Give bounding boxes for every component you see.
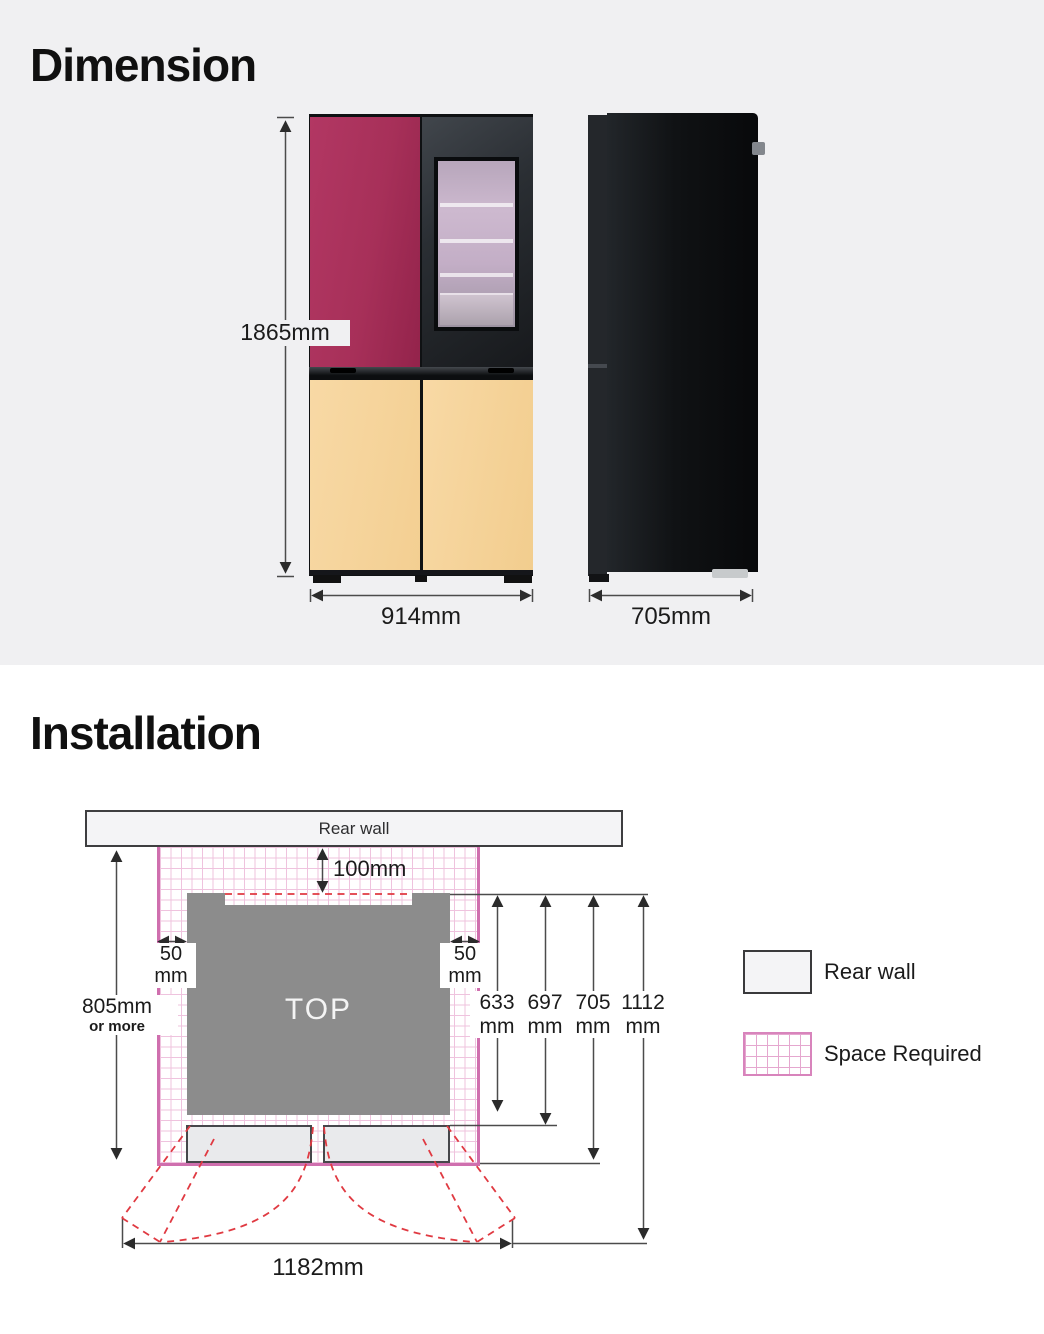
door-top-view-left <box>186 1125 312 1163</box>
fridge-shelf <box>440 239 513 243</box>
fridge-door-bottom-left-yellow <box>310 380 420 570</box>
depth-label: 705mm <box>630 603 712 630</box>
legend-space-required-label: Space Required <box>824 1041 982 1066</box>
fridge-hinge <box>488 368 514 373</box>
installation-title: Installation <box>30 707 262 759</box>
side-view-door-seam <box>588 364 607 368</box>
side-view-caster <box>712 569 748 578</box>
front-height-dimension-line <box>277 116 294 578</box>
fridge-mid-rail <box>309 367 533 380</box>
rear-wall-box: Rear wall <box>85 810 623 847</box>
fridge-top-hinge-tab-right <box>412 893 450 906</box>
fridge-hinge <box>330 368 356 373</box>
side-depth-dimension-line <box>588 589 754 602</box>
side-view-hinge <box>752 142 765 155</box>
instaview-interior <box>438 161 515 327</box>
legend-rear-wall-swatch <box>743 950 812 994</box>
side-view-door-edge <box>588 115 607 576</box>
open-door-width-label: 1182mm <box>272 1254 364 1281</box>
legend-space-required-swatch <box>743 1032 812 1076</box>
front-width-dimension-line <box>309 589 534 602</box>
door-swing-arcs <box>121 1125 516 1243</box>
open-door-width-dimension-line <box>121 1217 514 1250</box>
side-view-body <box>607 113 758 572</box>
back-clearance-label: 100mm <box>333 856 407 881</box>
fridge-foot <box>415 576 427 582</box>
instaview-window <box>434 157 519 331</box>
fridge-top-hinge-tab-left <box>187 893 225 906</box>
fridge-top-view-box: TOP <box>187 905 450 1115</box>
fridge-door-bottom-right-yellow <box>423 380 533 570</box>
fridge-bottom-edge <box>309 570 533 575</box>
fridge-foot <box>504 575 532 583</box>
fridge-foot <box>313 575 341 583</box>
fridge-shelf <box>440 203 513 207</box>
door-top-view-right <box>323 1125 450 1163</box>
fridge-drawer <box>440 293 513 325</box>
side-view-foot <box>589 574 609 582</box>
legend-rear-wall-label: Rear wall <box>824 959 916 984</box>
fridge-shelf <box>440 273 513 277</box>
height-label: 1865mm <box>220 319 350 346</box>
dimension-title: Dimension <box>30 39 257 91</box>
width-label: 914mm <box>380 603 462 630</box>
